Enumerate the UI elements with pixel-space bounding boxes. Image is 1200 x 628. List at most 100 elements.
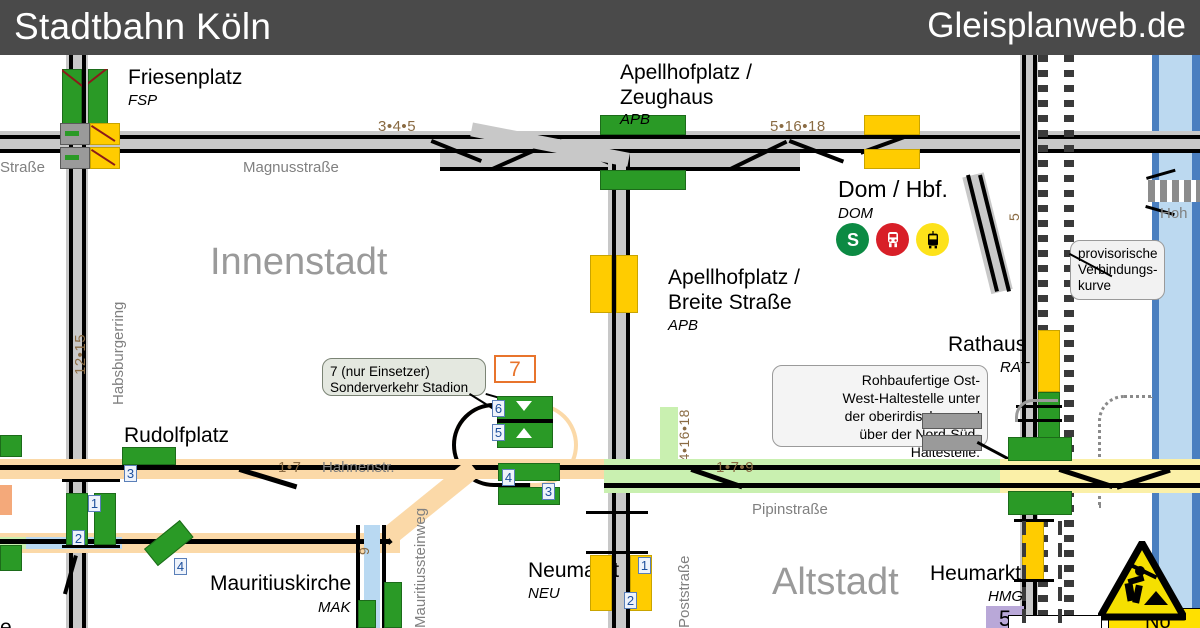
street-mauritiussteinweg: Mauritiussteinweg <box>412 507 429 628</box>
friesenplatz-green-tick-2 <box>65 155 79 160</box>
left-edge-platform-1[interactable] <box>0 435 22 457</box>
apb-breite-code: APB <box>668 317 699 334</box>
callout-stadion-l1: 7 (nur Einsetzer) <box>330 364 430 379</box>
tram-icon <box>916 223 949 256</box>
site-brand[interactable]: Gleisplanweb.de <box>927 6 1186 45</box>
friesenplatz-name: Friesenplatz <box>128 66 243 89</box>
rudolfplatz-platform-3[interactable] <box>122 447 176 465</box>
left-edge-platform-2[interactable] <box>0 545 22 571</box>
rathaus-ns-rail-2 <box>1033 55 1037 628</box>
rudolfplatz-platform-number-3: 3 <box>124 465 137 482</box>
apb-zeughaus-name-line2: Zeughaus <box>620 86 714 109</box>
hohenzollern-bridge-icon <box>1148 180 1200 202</box>
street-poststrasse: Poststraße <box>676 555 693 628</box>
rathaus-stop-tick-2 <box>1016 419 1062 422</box>
mauritiuskirche-name: Mauritiuskirche <box>210 572 352 595</box>
db-train-icon <box>876 223 909 256</box>
neumarkt-platform-number-4: 4 <box>502 469 515 486</box>
heumarkt-name: Heumarkt <box>930 562 1022 585</box>
heumarkt-platform-north[interactable] <box>1008 437 1072 461</box>
page-title: Stadtbahn Köln <box>14 6 272 47</box>
rathaus-dotted-curve <box>1098 395 1153 508</box>
apb-breite-platform-west[interactable] <box>590 255 612 313</box>
left-edge-orange-marker <box>0 485 12 515</box>
rhine-east-bank <box>1192 55 1200 628</box>
ring-ns-rail-2 <box>82 55 86 628</box>
apb-breite-platform-east[interactable] <box>616 255 638 313</box>
callout-rathaus[interactable]: Rohbaufertige Ost- West-Haltestelle unte… <box>772 365 988 460</box>
mauritius-rail-1 <box>356 525 360 628</box>
heumarkt-platform-south[interactable] <box>1008 491 1072 515</box>
callout-rathaus-l2: West-Haltestelle unter <box>842 390 980 406</box>
mauritiuskirche-platform-east[interactable] <box>384 582 402 628</box>
neumarkt-platform-2-block[interactable] <box>590 555 612 611</box>
dom-hbf-name: Dom / Hbf. <box>838 176 948 202</box>
rathaus-name: Rathaus <box>948 333 1027 356</box>
apb-zeughaus-platform-south[interactable] <box>600 170 686 190</box>
ost-west-rail-south-east <box>604 483 1200 488</box>
callout-stadion[interactable]: 7 (nur Einsetzer) Sonderverkehr Stadion <box>322 358 486 396</box>
apb-zeughaus-code: APB <box>620 111 651 128</box>
neumarkt-tick-2 <box>586 551 648 554</box>
line-label-1215: 12•15 <box>72 333 89 375</box>
ost-west-rail-south-west <box>0 539 390 544</box>
heumarkt-south-dashdot-east <box>1058 521 1062 628</box>
neumarkt-tick-1 <box>586 511 648 514</box>
mauritiuskirche-code: MAK <box>318 599 351 616</box>
callout-rathaus-diagram-upper <box>922 413 982 429</box>
ost-west-rail-north <box>0 465 1200 470</box>
street-magnusstrasse: Magnusstraße <box>243 159 339 176</box>
svg-text:S: S <box>846 230 858 250</box>
apb-zeughaus-platform-north[interactable] <box>600 115 686 135</box>
stadion-direction-down-icon <box>516 401 532 411</box>
heumarkt-tick-2 <box>1014 579 1054 582</box>
callout-rathaus-l1: Rohbaufertige Ost- <box>861 372 980 388</box>
callout-stadion-l2: Sonderverkehr Stadion <box>330 380 469 395</box>
rathaus-connector-curve <box>1015 399 1058 422</box>
apb-ns-rail-1 <box>612 153 616 628</box>
heumarkt-south-dashdot-west <box>1022 521 1026 628</box>
apb-zeughaus-name-line1: Apellhofplatz / <box>620 61 752 84</box>
callout-rathaus-diagram-lower <box>922 435 982 451</box>
line-label-17: 1•7 <box>278 459 302 476</box>
rudolfplatz-platform-number-4: 4 <box>174 558 187 575</box>
map-canvas[interactable]: Hoh <box>0 55 1200 628</box>
dom-platform-south[interactable] <box>864 149 920 169</box>
street-habsburgerring: Habsburgerring <box>110 301 127 405</box>
neumarkt-platform-number-2: 2 <box>624 592 637 609</box>
bridge-label-partial: Hoh <box>1160 205 1188 222</box>
stadion-direction-up-icon <box>516 428 532 438</box>
street-hahnenstr: Hahnenstr. <box>322 459 395 476</box>
callout-verbindungskurve-l1: provisorische <box>1078 246 1158 261</box>
dom-platform-north[interactable] <box>864 115 920 135</box>
line-label-179: 1•7•9 <box>716 459 755 476</box>
line-label-345: 3•4•5 <box>378 118 417 135</box>
rudolfplatz-name: Rudolfplatz <box>124 424 230 447</box>
heumarkt-code: HMG <box>988 588 1023 605</box>
mauritius-rail-2 <box>382 525 386 628</box>
callout-verbindungskurve[interactable]: provisorische Verbindungs- kurve <box>1070 240 1165 300</box>
friesenplatz-green-tick-1 <box>65 131 79 136</box>
friesenplatz-marker-nw <box>62 69 82 89</box>
apb-ns-rail-2 <box>626 153 630 628</box>
dom-hbf-code: DOM <box>838 205 873 222</box>
mauritiuskirche-platform-west[interactable] <box>358 600 376 628</box>
route-number-box[interactable]: 7 <box>494 355 536 383</box>
neumarkt-north-fan-corridor <box>660 407 678 463</box>
page-header: Stadtbahn Köln Gleisplanweb.de <box>0 0 1200 55</box>
north-ew-rail-1 <box>0 135 1200 139</box>
rathaus-platform-yellow[interactable] <box>1038 330 1060 392</box>
callout-verbindungskurve-l3: kurve <box>1078 278 1112 293</box>
s-bahn-icon: S <box>836 223 869 256</box>
line-label-9: 9 <box>356 546 372 555</box>
stadion-platform-rail <box>497 419 553 423</box>
friesenplatz-code: FSP <box>128 92 158 109</box>
rathaus-stop-tick-1 <box>1016 405 1062 408</box>
rhine-west-bank <box>1152 55 1159 628</box>
rudolfplatz-tick-2 <box>62 545 120 548</box>
friesenplatz-marker-ne <box>88 69 108 89</box>
street-pipinstrasse: Pipinstraße <box>752 501 828 518</box>
left-edge-station-name: e <box>0 616 12 628</box>
neumarkt-code: NEU <box>528 585 560 602</box>
